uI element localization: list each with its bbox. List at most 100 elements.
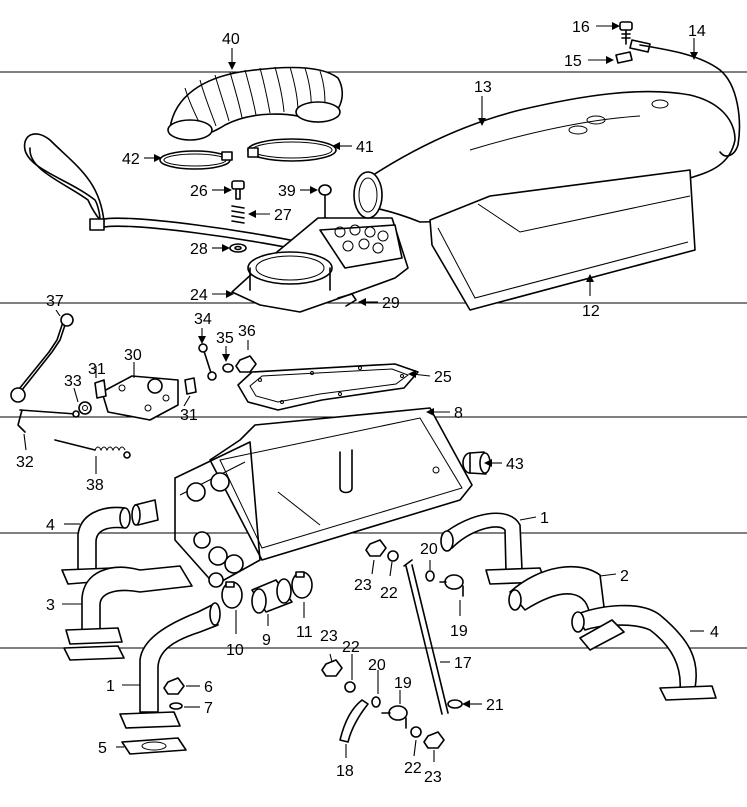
callout-2: 2 bbox=[620, 568, 629, 585]
part-23-nut-lower-b bbox=[423, 731, 445, 749]
callout-3: 3 bbox=[46, 597, 55, 614]
part-6-nut bbox=[163, 677, 185, 695]
callout-19: 19 bbox=[394, 675, 412, 692]
callout-15: 15 bbox=[564, 53, 582, 70]
part-20-washer-lower bbox=[371, 696, 381, 708]
callout-10: 10 bbox=[226, 642, 244, 659]
part-14-retaining-strap bbox=[629, 39, 741, 157]
callout-27: 27 bbox=[274, 207, 292, 224]
callout-19: 19 bbox=[450, 623, 468, 640]
callout-29: 29 bbox=[382, 295, 400, 312]
callout-8: 8 bbox=[454, 405, 463, 422]
callout-25: 25 bbox=[434, 369, 452, 386]
callout-31: 31 bbox=[180, 407, 198, 424]
part-27-spring bbox=[231, 205, 245, 224]
part-3-intake-pipe-left bbox=[63, 565, 193, 661]
callout-22: 22 bbox=[404, 760, 422, 777]
part-31-bushing-b bbox=[184, 377, 197, 395]
callout-13: 13 bbox=[474, 79, 492, 96]
callout-40: 40 bbox=[222, 31, 240, 48]
leader-lines bbox=[23, 22, 704, 762]
callout-26: 26 bbox=[190, 183, 208, 200]
callout-42: 42 bbox=[122, 151, 140, 168]
callout-12: 12 bbox=[582, 303, 600, 320]
callout-36: 36 bbox=[238, 323, 256, 340]
callout-1: 1 bbox=[106, 678, 115, 695]
callout-23: 23 bbox=[424, 769, 442, 786]
callout-9: 9 bbox=[262, 632, 271, 649]
callout-41: 41 bbox=[356, 139, 374, 156]
part-22-washer-lower-b bbox=[410, 726, 422, 738]
part-15-clip bbox=[615, 51, 633, 64]
callout-34: 34 bbox=[194, 311, 212, 328]
part-37-linkage-rod bbox=[10, 313, 74, 403]
part-39-bolt bbox=[318, 184, 332, 223]
callout-5: 5 bbox=[98, 740, 107, 757]
callout-14: 14 bbox=[688, 23, 706, 40]
callout-28: 28 bbox=[190, 241, 208, 258]
part-18-bracket bbox=[339, 699, 369, 743]
part-9-rubber-sleeve bbox=[251, 578, 293, 614]
part-32-lever bbox=[17, 409, 80, 433]
callout-23: 23 bbox=[354, 577, 372, 594]
part-31-bushing-a bbox=[94, 379, 107, 399]
part-11-hose-clamp bbox=[291, 571, 313, 599]
callout-16: 16 bbox=[572, 19, 590, 36]
callout-11: 11 bbox=[296, 624, 313, 641]
part-26-screw bbox=[231, 180, 245, 200]
part-10-hose-clamp bbox=[221, 581, 243, 609]
part-19-damper-lower bbox=[381, 705, 408, 729]
callout-35: 35 bbox=[216, 330, 234, 347]
part-33-nut bbox=[78, 401, 92, 415]
callout-20: 20 bbox=[420, 541, 438, 558]
part-38-spring bbox=[54, 439, 131, 459]
callout-23: 23 bbox=[320, 628, 338, 645]
part-4-intake-pipe-right bbox=[571, 604, 717, 701]
part-41-hose-clamp bbox=[247, 138, 337, 162]
part-43-plug bbox=[462, 451, 491, 475]
part-23-nut-upper bbox=[365, 539, 387, 557]
callout-labels: 40 13 16 15 14 41 42 26 27 39 28 24 29 1… bbox=[16, 19, 719, 786]
callout-22: 22 bbox=[342, 639, 360, 656]
callout-33: 33 bbox=[64, 373, 82, 390]
callout-24: 24 bbox=[190, 287, 208, 304]
part-34-link bbox=[198, 343, 217, 381]
part-1-intake-pipe-left bbox=[119, 602, 221, 729]
callout-43: 43 bbox=[506, 456, 524, 473]
part-23-nut-lower-a bbox=[321, 659, 343, 677]
part-17-bracket bbox=[403, 559, 449, 715]
part-29-clip bbox=[337, 293, 357, 307]
callout-31: 31 bbox=[88, 361, 106, 378]
part-20-washer-upper bbox=[425, 570, 435, 582]
callout-4: 4 bbox=[46, 517, 55, 534]
part-19-damper-upper bbox=[439, 574, 464, 597]
callout-21: 21 bbox=[486, 697, 504, 714]
part-5-flange-gasket bbox=[121, 737, 187, 755]
part-12-air-cleaner-base bbox=[429, 169, 696, 311]
callout-39: 39 bbox=[278, 183, 296, 200]
part-40-intake-hose bbox=[167, 66, 343, 141]
callout-1: 1 bbox=[540, 510, 549, 527]
part-21-washer bbox=[447, 699, 463, 709]
part-vacuum-hose bbox=[23, 133, 319, 255]
part-35-washer bbox=[222, 363, 234, 373]
part-36-nut bbox=[235, 355, 257, 373]
part-1-intake-pipe-right bbox=[440, 512, 546, 585]
part-connector-sleeve bbox=[131, 499, 159, 526]
part-24-air-meter-housing bbox=[231, 217, 409, 313]
callout-4: 4 bbox=[710, 624, 719, 641]
part-25-gasket bbox=[237, 363, 419, 411]
callout-17: 17 bbox=[454, 655, 472, 672]
part-30-aux-air-valve bbox=[101, 375, 179, 421]
part-22-washer-lower-a bbox=[344, 681, 356, 693]
part-42-hose-clamp bbox=[159, 150, 233, 170]
part-16-screw bbox=[619, 21, 633, 45]
part-8-intake-plenum bbox=[174, 407, 473, 588]
part-28-washer bbox=[229, 243, 247, 253]
callout-18: 18 bbox=[336, 763, 354, 780]
callout-37: 37 bbox=[46, 293, 64, 310]
part-22-washer-upper bbox=[387, 550, 399, 562]
callout-7: 7 bbox=[204, 700, 213, 717]
